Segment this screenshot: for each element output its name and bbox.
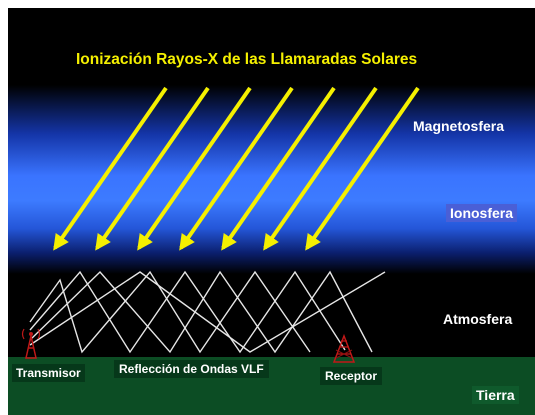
ground-band — [8, 357, 535, 415]
xray-arrow — [137, 86, 252, 251]
atmosphere-label: Atmosfera — [443, 311, 513, 327]
vlf-wave-path — [29, 270, 311, 354]
vlf-wave-path — [29, 271, 386, 353]
sky-layers — [8, 8, 535, 358]
xray-arrow — [53, 86, 168, 251]
xray-arrows — [53, 86, 420, 251]
receiver-tower-icon — [332, 333, 356, 363]
vlf-wave-path — [29, 270, 373, 354]
earth-label: Tierra — [472, 386, 519, 404]
diagram-title: Ionización Rayos-X de las Llamaradas Sol… — [76, 51, 418, 68]
magnetosphere-label: Magnetosfera — [413, 118, 505, 134]
xray-arrow — [263, 86, 378, 251]
xray-arrow — [95, 86, 210, 251]
transmitter-tower-icon — [21, 328, 41, 359]
xray-arrow — [305, 86, 420, 251]
transmitter-label: Transmisor — [12, 364, 85, 382]
vlf-reflection-label: Reflección de Ondas VLF — [114, 360, 269, 378]
xray-arrow — [221, 86, 336, 251]
receiver-label: Receptor — [320, 367, 383, 385]
xray-arrow — [179, 86, 294, 251]
ionosphere-label: Ionosfera — [446, 204, 518, 222]
vlf-wave-path — [29, 270, 346, 354]
vlf-wave-paths — [29, 270, 386, 354]
